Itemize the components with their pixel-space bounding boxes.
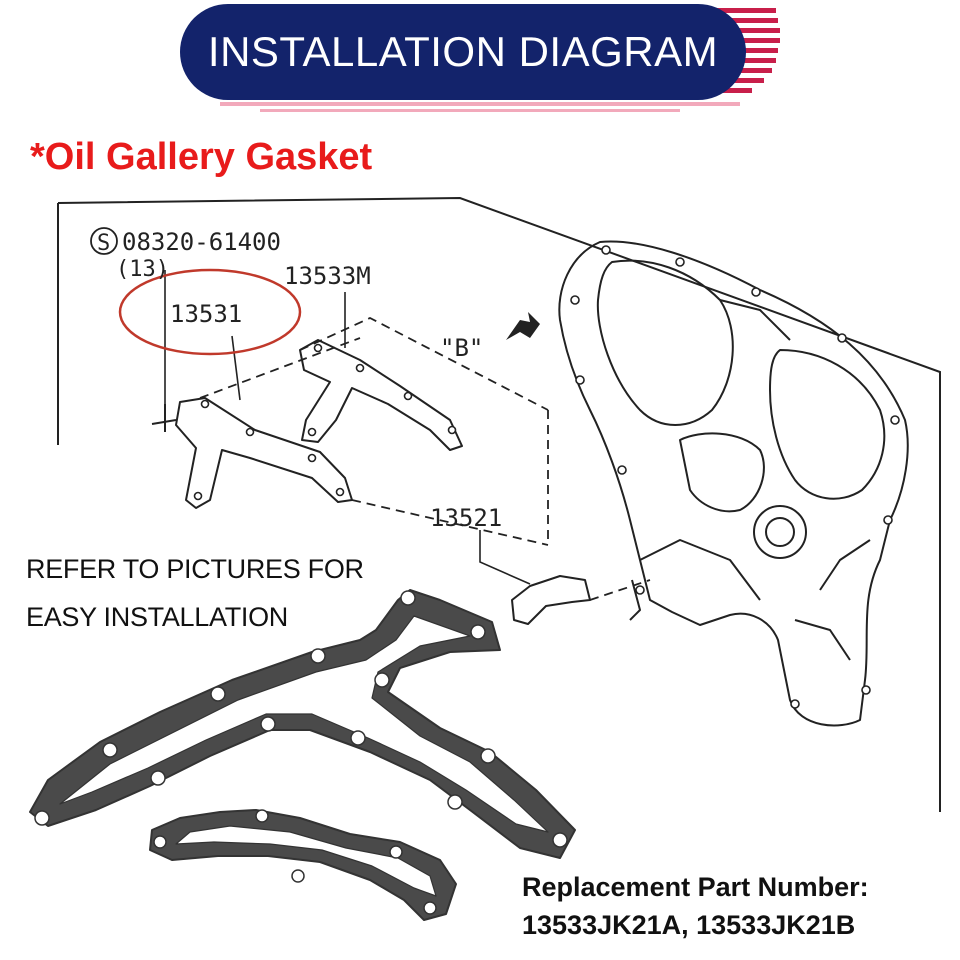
- banner-pill: INSTALLATION DIAGRAM: [180, 4, 746, 100]
- gasket-13533m-drawing: [299, 339, 463, 451]
- bolt-symbol: S: [97, 231, 110, 256]
- view-marker-b: "B": [440, 334, 483, 362]
- bolt-part-number: 08320-61400: [122, 228, 281, 256]
- gasket-small-photo: [149, 809, 457, 921]
- cover-bolt-holes: [570, 245, 900, 709]
- gasket-13521-drawing: [511, 575, 591, 625]
- title-banner: INSTALLATION DIAGRAM: [180, 2, 780, 114]
- banner-title: INSTALLATION DIAGRAM: [207, 28, 719, 75]
- gasket-large-photo: [29, 589, 576, 859]
- bolt-symbol-circle: [90, 227, 118, 255]
- instruction-line-1: REFER TO PICTURES FOR: [26, 554, 364, 584]
- view-b-arrow: [506, 312, 540, 340]
- gasket-13531-drawing: [151, 397, 353, 509]
- replacement-label: Replacement Part Number:: [522, 872, 869, 902]
- part-label-13533m: 13533M: [284, 262, 371, 290]
- leader-lines: [164, 270, 531, 585]
- engine-cover-drawing: [558, 240, 909, 727]
- replacement-numbers: 13533JK21A, 13533JK21B: [522, 910, 856, 940]
- gasket-13533m-holes: [307, 343, 457, 437]
- bolt-quantity: (13): [116, 257, 169, 282]
- part-label-13531: 13531: [170, 300, 242, 328]
- gasket-13531-holes: [193, 399, 345, 501]
- assembly-dashed-lines: [199, 316, 651, 601]
- highlight-circle: [118, 268, 302, 356]
- part-label-13521: 13521: [430, 504, 502, 532]
- instruction-line-2: EASY INSTALLATION: [26, 602, 288, 632]
- diagram-frame: [57, 196, 941, 812]
- subtitle: *Oil Gallery Gasket: [30, 136, 373, 178]
